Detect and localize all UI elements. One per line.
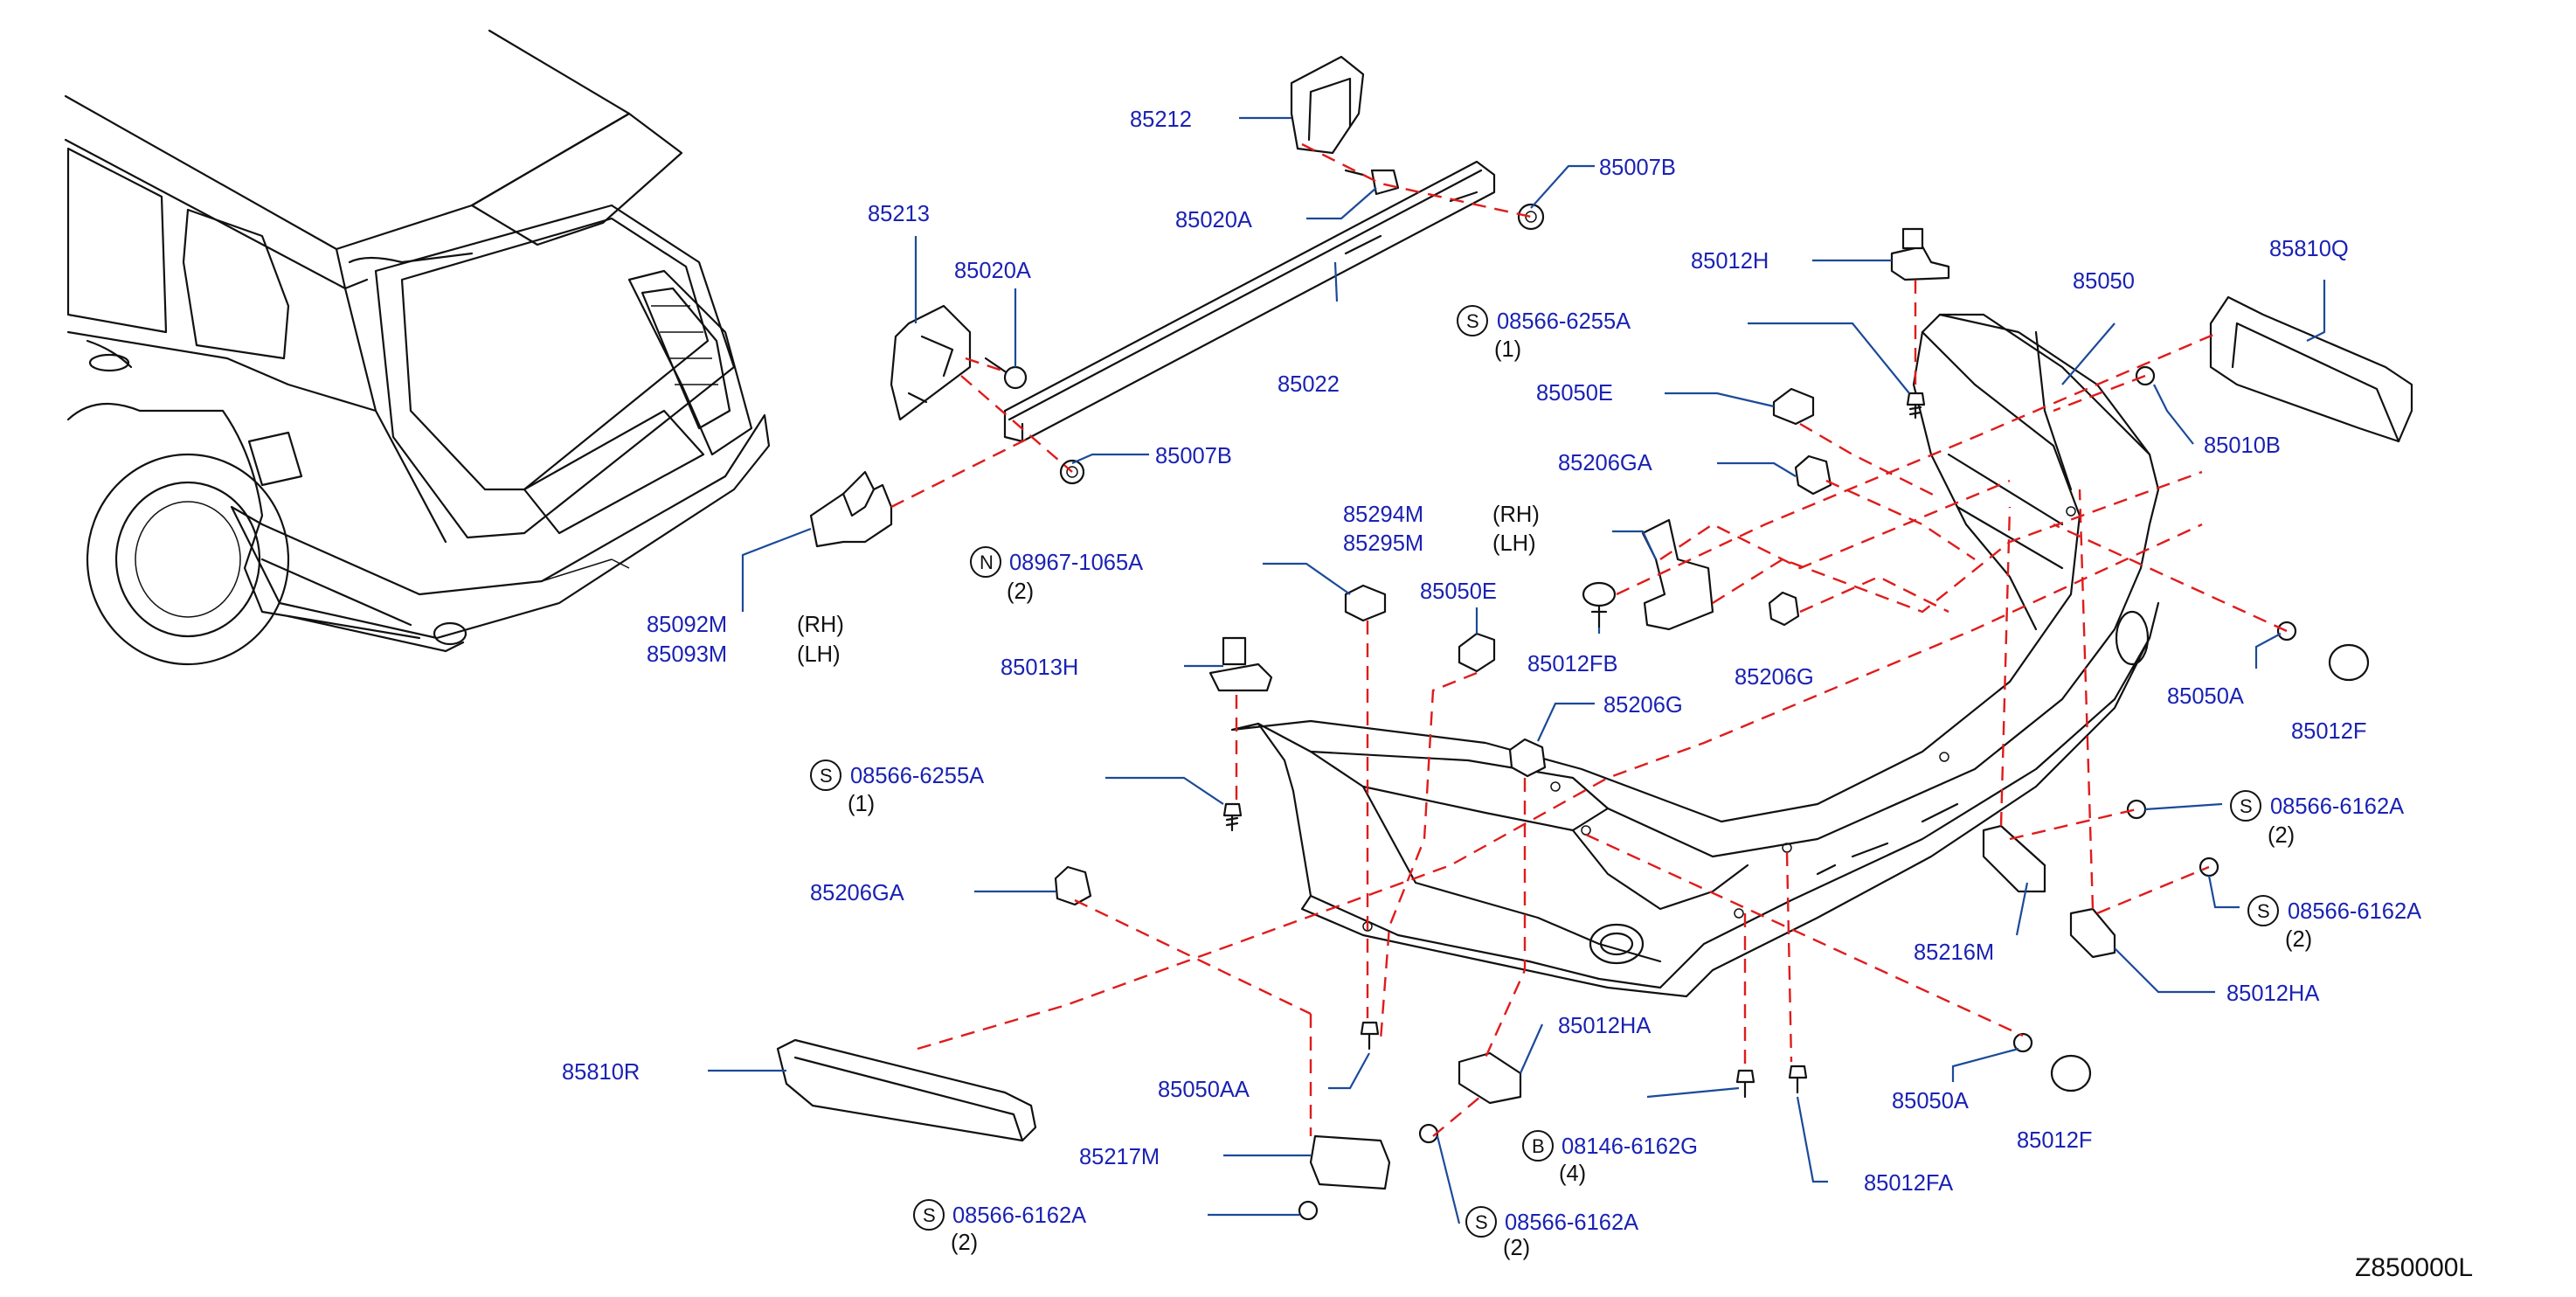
label-85012HA-mid: 85012HA: [1558, 1014, 1651, 1038]
svg-text:S: S: [923, 1204, 936, 1226]
label-85093M-side: (LH): [797, 642, 841, 667]
vehicle-rear-illustration: [64, 29, 771, 666]
svg-text:(1): (1): [848, 792, 875, 816]
drawing-code: Z850000L: [2355, 1253, 2473, 1282]
label-85050A-low: 85050A: [1892, 1089, 1969, 1113]
label-85012FA: 85012FA: [1864, 1171, 1953, 1196]
label-85213: 85213: [868, 202, 930, 226]
svg-text:N: N: [980, 551, 994, 573]
label-85050AA: 85050AA: [1158, 1078, 1250, 1102]
svg-text:(1): (1): [1494, 337, 1521, 362]
svg-text:08566-6162A: 08566-6162A: [2270, 794, 2404, 819]
label-N08967: N 08967-1065A (2): [970, 546, 1143, 604]
label-85010B: 85010B: [2204, 433, 2281, 458]
svg-text:08566-6255A: 08566-6255A: [1497, 309, 1631, 334]
svg-text:(2): (2): [2285, 927, 2312, 952]
label-85294M-side: (RH): [1492, 503, 1540, 527]
label-85810R: 85810R: [562, 1060, 640, 1085]
label-85206GA-left: 85206GA: [810, 881, 904, 905]
svg-text:08967-1065A: 08967-1065A: [1009, 551, 1143, 575]
reinforcement-group: [809, 55, 1545, 548]
label-S08566-6162A-right-1: S 08566-6162A (2): [2230, 790, 2404, 848]
svg-text:S: S: [1475, 1211, 1488, 1233]
part-labels: 85212 85007B 85020A 85213 85020A 85022 8…: [562, 108, 2473, 1282]
svg-text:08566-6162A: 08566-6162A: [952, 1203, 1086, 1228]
svg-text:08566-6162A: 08566-6162A: [2288, 899, 2421, 924]
label-85050E-mid: 85050E: [1420, 579, 1497, 604]
svg-text:(2): (2): [951, 1231, 978, 1255]
label-85206G-mid: 85206G: [1603, 693, 1683, 718]
svg-text:08566-6162A: 08566-6162A: [1505, 1210, 1638, 1235]
label-85294M: 85294M: [1343, 503, 1423, 527]
svg-text:S: S: [1466, 310, 1479, 332]
svg-text:S: S: [820, 765, 833, 787]
label-85050A-right: 85050A: [2167, 684, 2244, 709]
label-S08566-6162A-bottom-mid: S 08566-6162A (2): [1465, 1206, 1638, 1260]
label-85020A-top: 85020A: [1175, 208, 1252, 232]
label-85012F-low: 85012F: [2017, 1128, 2093, 1153]
assembly-lines: [890, 142, 2288, 1137]
label-85206G-right: 85206G: [1735, 665, 1814, 690]
label-85050: 85050: [2073, 269, 2135, 294]
label-S08566-6255A-left: S 08566-6255A (1): [810, 759, 984, 816]
label-85212: 85212: [1130, 108, 1192, 132]
bumper-fascia-85050: [1230, 313, 2160, 998]
label-85020A-left: 85020A: [954, 259, 1031, 283]
svg-text:B: B: [1532, 1135, 1545, 1157]
small-parts: [776, 227, 2413, 1221]
label-85013H: 85013H: [1001, 655, 1078, 680]
svg-text:08566-6255A: 08566-6255A: [850, 764, 984, 788]
label-S08566-6162A-right-2: S 08566-6162A (2): [2247, 895, 2421, 952]
svg-text:S: S: [2257, 900, 2270, 922]
label-85022: 85022: [1278, 372, 1340, 397]
svg-text:(4): (4): [1559, 1162, 1586, 1186]
label-85810Q: 85810Q: [2269, 237, 2349, 261]
label-85007B-mid: 85007B: [1155, 444, 1232, 468]
label-85092M: 85092M: [647, 613, 727, 637]
label-85012F-right: 85012F: [2291, 719, 2367, 744]
svg-text:(2): (2): [1503, 1236, 1530, 1260]
label-85093M: 85093M: [647, 642, 727, 667]
label-85092M-side: (RH): [797, 613, 844, 637]
label-85012FB: 85012FB: [1527, 652, 1618, 676]
svg-text:(2): (2): [2268, 823, 2295, 848]
label-85295M-side: (LH): [1492, 531, 1536, 556]
svg-text:S: S: [2240, 795, 2253, 817]
label-S08566-6255A-top: S 08566-6255A (1): [1457, 305, 1631, 362]
label-85206GA-top: 85206GA: [1558, 451, 1652, 475]
leader-lines: [708, 116, 2326, 1224]
label-85217M: 85217M: [1079, 1145, 1160, 1169]
label-B08146-6162G: B 08146-6162G (4): [1522, 1130, 1698, 1186]
label-85216M: 85216M: [1914, 940, 1994, 965]
svg-text:(2): (2): [1007, 579, 1034, 604]
label-85012H: 85012H: [1691, 249, 1769, 274]
label-85050E-top: 85050E: [1536, 381, 1613, 406]
label-85295M: 85295M: [1343, 531, 1423, 556]
label-85012HA-right: 85012HA: [2226, 981, 2319, 1006]
label-S08566-6162A-bottom-left: S 08566-6162A (2): [913, 1199, 1086, 1255]
label-85007B-top: 85007B: [1599, 156, 1676, 180]
svg-text:08146-6162G: 08146-6162G: [1562, 1134, 1698, 1159]
